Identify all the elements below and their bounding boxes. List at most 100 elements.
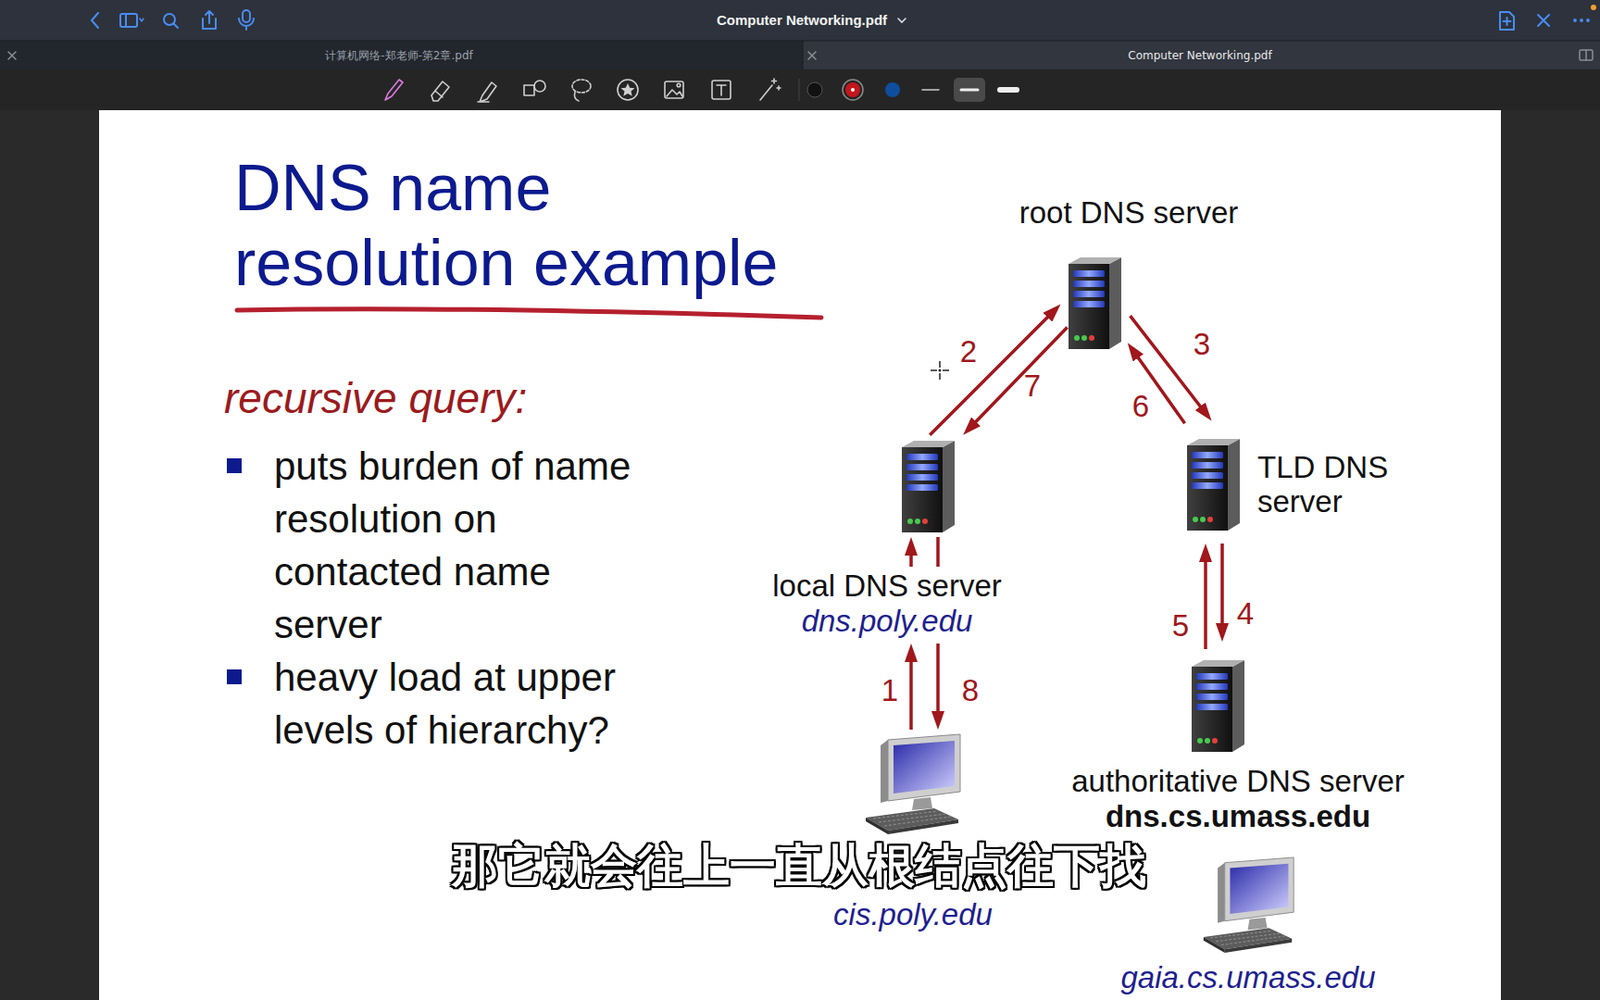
query-arrow [1203, 552, 1208, 650]
drive-slot [1073, 300, 1105, 308]
step-number: 7 [1024, 369, 1041, 403]
step-number: 8 [962, 674, 979, 708]
text-holder: 6 [1132, 389, 1150, 424]
node-label: authoritative DNS server [1071, 763, 1404, 800]
drive-slot [906, 463, 938, 471]
query-arrow [969, 326, 1067, 428]
node-label: root DNS server [1019, 195, 1239, 231]
slide-subheading: recursive query: [224, 373, 527, 425]
status-led [914, 518, 921, 525]
split-icon [1585, 50, 1588, 61]
lasso-tool [575, 91, 580, 101]
monitor-side [1217, 862, 1225, 924]
title-underline [237, 309, 822, 318]
status-led [1081, 335, 1088, 341]
text-holder: 7 [1024, 369, 1041, 403]
node-label: gaia.cs.umass.edu [1120, 960, 1375, 996]
status-led [1088, 335, 1095, 341]
share-icon [202, 11, 216, 29]
query-arrow [936, 643, 940, 721]
more-dot [1573, 18, 1577, 23]
tab-divider [802, 40, 804, 70]
shape-tool [534, 80, 546, 92]
text-holder: recursive query: [224, 373, 527, 425]
server-top [1187, 438, 1240, 446]
node-hostname: dns.cs.umass.edu [1105, 799, 1371, 835]
drive-slot [1196, 673, 1228, 680]
text-holder: 计算机网络-郑老师-第2章.pdf [325, 48, 474, 63]
server-side [1227, 438, 1240, 531]
drive-slot [1191, 472, 1224, 479]
video-subtitle: 那它就会往上一直从根结点往下找 [451, 840, 1147, 891]
keyboard-keys [873, 811, 938, 819]
title-bar-icons [91, 10, 1550, 30]
keyboard-keys [1210, 930, 1273, 938]
stroke-width-option [922, 88, 939, 91]
server-top [901, 440, 955, 448]
node-hostname: dns.poly.edu [801, 603, 974, 639]
eraser-tool [431, 81, 450, 101]
sticker-tool [617, 79, 638, 100]
server-top [1068, 257, 1122, 264]
wand-tool [760, 78, 781, 100]
arrow-stub [909, 546, 913, 567]
lasso-tool [572, 79, 591, 93]
active-tab [802, 40, 1600, 70]
color-swatch [885, 82, 900, 98]
node-label: local DNS server [772, 568, 1002, 604]
drive-slot [1191, 462, 1224, 469]
server-front [1191, 666, 1233, 752]
keyboard-keys [878, 813, 946, 823]
arrow-stub [936, 537, 940, 567]
keyboard-keys [884, 816, 951, 826]
sidebar-icon [125, 13, 127, 27]
tab-title: 计算机网络-郑老师-第2章.pdf [325, 48, 474, 63]
bar-divider [0, 40, 1600, 42]
text-holder: heavy load at upper levels of hierarchy? [274, 650, 654, 757]
pdf-page [99, 110, 1501, 1000]
drive-slot [1073, 280, 1105, 288]
close-icon [1537, 14, 1550, 26]
query-arrow [1220, 543, 1225, 633]
image-tool [664, 81, 684, 99]
selected-ring [842, 79, 863, 100]
sidebar-icon [120, 13, 138, 27]
host-node: gaia.cs.umass.edu [1120, 857, 1375, 996]
step-number: 5 [1172, 609, 1189, 643]
shape-tool [524, 85, 535, 96]
inactive-tab [0, 40, 803, 70]
drive-slot [1073, 290, 1105, 298]
status-led [1197, 737, 1203, 744]
selected-option [953, 77, 986, 102]
text-holder: DNS name resolution example [234, 150, 827, 301]
tab-close [808, 51, 816, 60]
sidebar-chevron [139, 18, 144, 22]
image-tool [676, 83, 681, 88]
drive-slot [1196, 683, 1228, 690]
query-arrow [929, 311, 1054, 436]
step-number: 2 [960, 335, 977, 369]
server-icon [1187, 437, 1241, 531]
server-icon [1068, 255, 1123, 350]
server-top [1191, 660, 1245, 667]
status-led [1212, 737, 1218, 744]
stroke-width-option [1000, 87, 1017, 93]
split-icon [1579, 50, 1593, 61]
monitor-stand [912, 797, 933, 811]
bullet-text: heavy load at upper levels of hierarchy? [274, 650, 654, 757]
server-icon [1191, 658, 1246, 752]
step-number: 1 [881, 674, 899, 708]
server-front [1187, 445, 1228, 531]
drive-slot [1191, 451, 1224, 459]
query-arrow [1133, 350, 1186, 424]
server-icon [901, 438, 956, 533]
sticker-tool [621, 83, 636, 97]
image-tool [666, 89, 683, 97]
status-led [1192, 516, 1199, 523]
text-tool [716, 85, 726, 96]
status-led [1207, 516, 1213, 523]
dns-server-node: TLD DNS server [1187, 437, 1406, 531]
server-side [942, 440, 955, 533]
more-dot [1579, 18, 1584, 23]
text-holder: 2 [960, 335, 977, 369]
